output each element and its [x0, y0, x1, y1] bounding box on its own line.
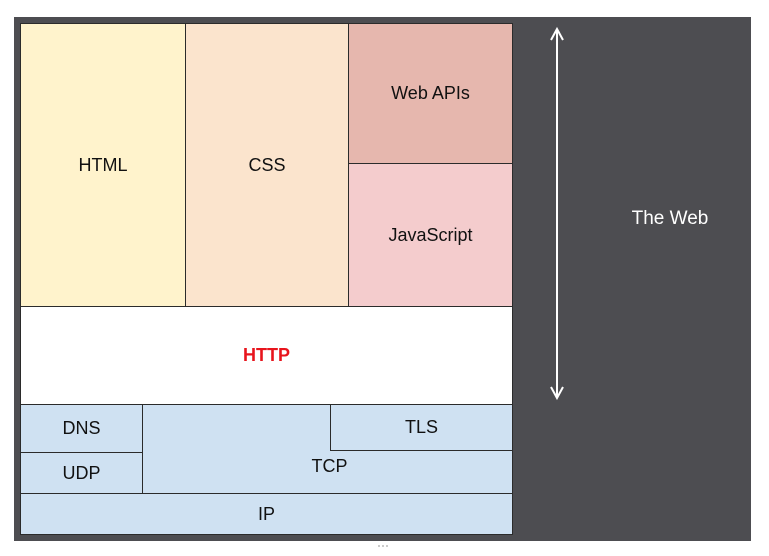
layer-tls-label: TLS: [404, 417, 438, 437]
layer-ip-label: IP: [257, 503, 275, 524]
layer-css-label: CSS: [248, 154, 286, 175]
layer-html: HTML: [20, 23, 186, 307]
layer-http: HTTP: [20, 306, 513, 405]
layer-web-apis-label: Web APIs: [391, 83, 470, 103]
layer-http-label: HTTP: [243, 345, 290, 365]
layer-web-apis: Web APIs: [348, 23, 513, 164]
double-arrow-icon: [550, 26, 564, 401]
layer-css: CSS: [185, 23, 349, 307]
layer-dns-label: DNS: [62, 418, 101, 438]
layer-udp: UDP: [20, 452, 143, 494]
layer-tls: TLS: [330, 404, 513, 451]
resize-handle-icon: [378, 545, 388, 547]
layer-udp-label: UDP: [62, 462, 101, 483]
layer-javascript: JavaScript: [348, 163, 513, 307]
layer-ip: IP: [20, 493, 513, 535]
layer-html-label: HTML: [78, 154, 128, 175]
layer-dns: DNS: [20, 404, 143, 453]
the-web-label: The Web: [631, 208, 709, 229]
layer-javascript-label: JavaScript: [388, 224, 473, 245]
layer-tcp-label: TCP: [311, 456, 348, 476]
